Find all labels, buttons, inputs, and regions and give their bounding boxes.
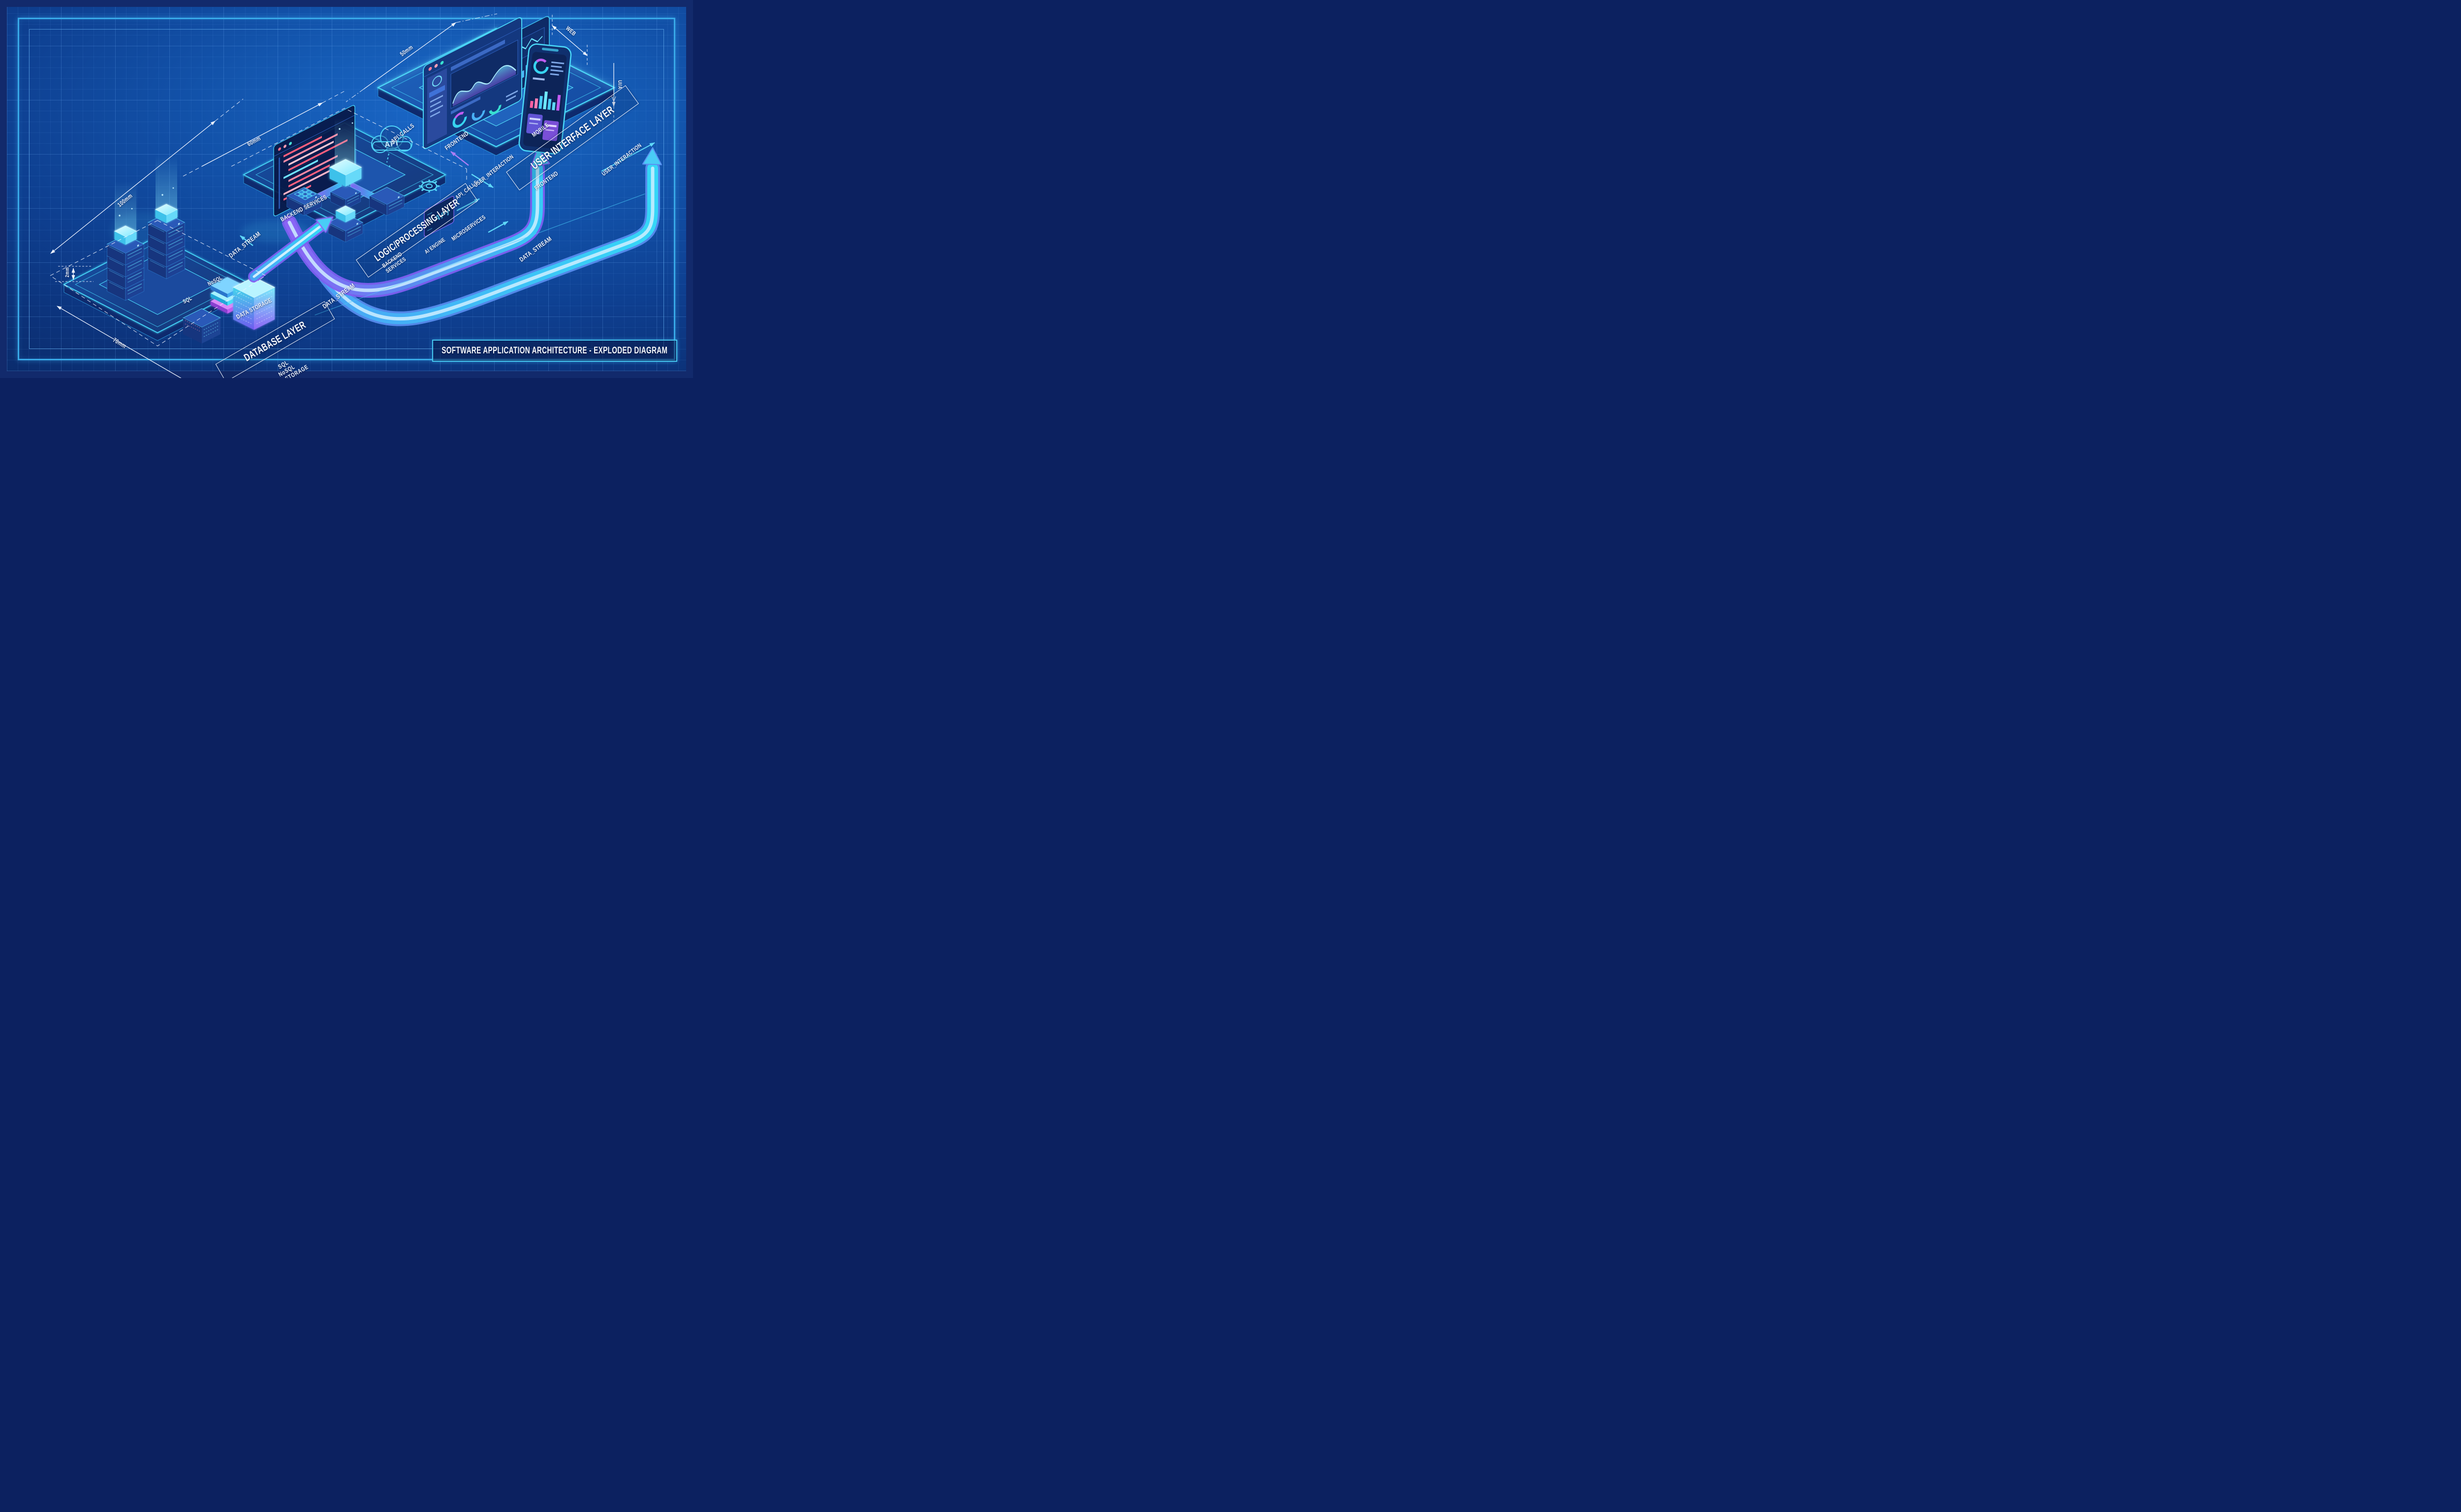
blueprint-canvas: API — [0, 0, 693, 378]
diagram-title: SOFTWARE APPLICATION ARCHITECTURE - EXPL… — [442, 345, 668, 356]
diagram-artwork: API — [49, 13, 662, 378]
gear-icon — [419, 180, 440, 192]
flow-arrows-small — [240, 142, 655, 246]
logic-servers — [286, 118, 440, 243]
blueprint-frame-inner — [29, 29, 664, 349]
data-cube — [232, 277, 276, 330]
blueprint-frame-outer — [18, 18, 675, 360]
dashboard-browser-window — [423, 17, 522, 150]
hash-grid-icon — [293, 188, 317, 200]
code-editor-window — [273, 105, 355, 217]
api-badge: API — [424, 196, 454, 237]
api-cloud-icon: API — [371, 126, 412, 170]
construction-dashed-lines — [49, 13, 614, 346]
dimension-lines — [50, 22, 616, 378]
dimension-uia: UI/A — [617, 80, 623, 90]
title-block: SOFTWARE APPLICATION ARCHITECTURE - EXPL… — [432, 340, 677, 362]
mobile-phone — [518, 43, 572, 155]
api-cloud-label: API — [384, 139, 399, 149]
dimension-2mm: 2mm — [64, 267, 70, 278]
data-flow-tubes — [248, 147, 662, 326]
sql-box — [182, 308, 221, 344]
